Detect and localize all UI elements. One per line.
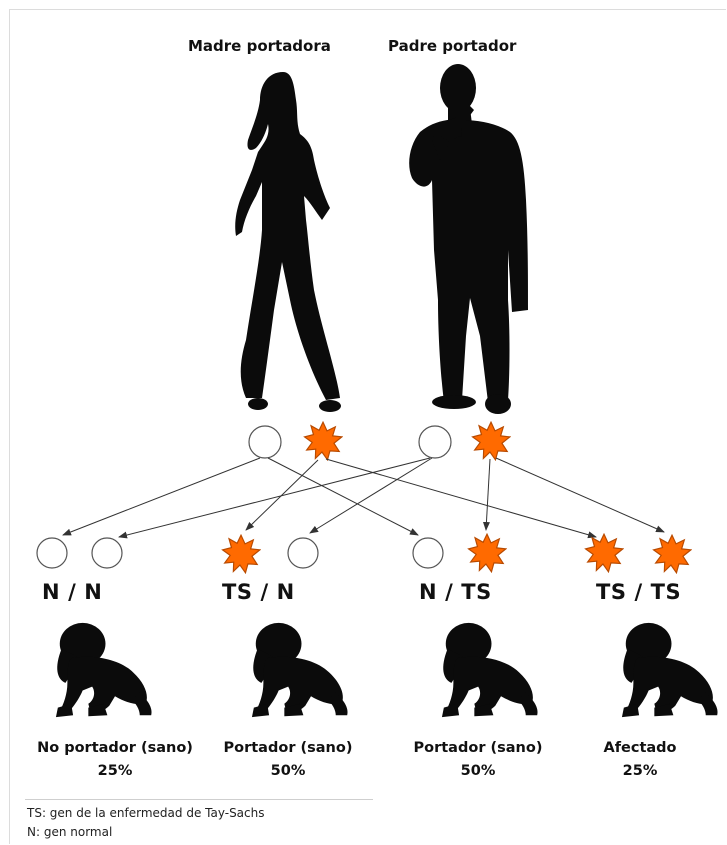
child1-allele2-icon	[91, 537, 123, 569]
arrow-father-n-to-child2	[309, 457, 433, 534]
child1-status: No portador (sano)	[37, 740, 193, 756]
arrow-mother-ts-to-child2	[245, 459, 319, 531]
baby4-silhouette-icon	[621, 622, 718, 718]
father-ts-allele-icon	[471, 421, 511, 461]
child4-genotype: TS/TS	[596, 580, 682, 604]
baby1-silhouette-icon	[55, 622, 152, 718]
child2-percent: 50%	[270, 763, 306, 779]
child4-allele1-label: TS	[596, 580, 627, 604]
legend-divider	[25, 799, 373, 800]
child4-allele2-icon	[652, 534, 692, 574]
arrow-mother-n-to-child3	[267, 457, 419, 536]
father-normal-allele-icon	[418, 425, 452, 459]
child3-percent: 50%	[460, 763, 496, 779]
child2-allele2-icon	[287, 537, 319, 569]
legend-n: N: gen normal	[27, 825, 113, 839]
child3-outcome: Portador (sano) 50%	[383, 737, 573, 783]
father-silhouette-icon	[409, 64, 528, 414]
child3-allele2-icon	[467, 533, 507, 573]
child3-allele1-label: N	[419, 580, 438, 604]
child1-allele2-label: N	[84, 580, 103, 604]
arrow-mother-ts-to-child4	[325, 458, 597, 539]
child1-percent: 25%	[97, 763, 133, 779]
diagram-frame	[9, 9, 726, 844]
child4-status: Afectado	[603, 740, 677, 756]
arrow-father-n-to-child1	[118, 457, 431, 539]
child2-outcome: Portador (sano) 50%	[193, 737, 383, 783]
father-label: Padre portador	[388, 37, 517, 55]
child2-genotype: TS/N	[222, 580, 295, 604]
legend-ts: TS: gen de la enfermedad de Tay-Sachs	[27, 806, 265, 820]
mother-silhouette-icon	[235, 72, 341, 412]
child2-status: Portador (sano)	[223, 740, 353, 756]
mother-label: Madre portadora	[188, 37, 331, 55]
child4-allele2-label: TS	[650, 580, 682, 604]
baby3-silhouette-icon	[441, 622, 538, 718]
child1-allele1-icon	[36, 537, 68, 569]
child3-allele2-label: TS	[461, 580, 492, 604]
child2-allele2-label: N	[276, 580, 295, 604]
child1-allele1-label: N	[42, 580, 61, 604]
arrow-mother-n-to-child1	[62, 457, 261, 536]
child2-allele1-icon	[221, 534, 261, 574]
child2-allele1-label: TS	[222, 580, 253, 604]
arrow-father-ts-to-child4	[495, 457, 665, 533]
child3-allele1-icon	[412, 537, 444, 569]
mother-ts-allele-icon	[303, 421, 343, 461]
child1-outcome: No portador (sano) 25%	[20, 737, 210, 783]
child4-allele1-icon	[584, 533, 624, 573]
child3-status: Portador (sano)	[413, 740, 543, 756]
inheritance-arrows	[62, 457, 665, 539]
child4-outcome: Afectado 25%	[545, 737, 727, 783]
arrow-father-ts-to-child3	[482, 458, 491, 531]
baby2-silhouette-icon	[251, 622, 348, 718]
child3-genotype: N/TS	[419, 580, 492, 604]
mother-normal-allele-icon	[248, 425, 282, 459]
child4-percent: 25%	[622, 763, 658, 779]
child1-genotype: N/N	[42, 580, 103, 604]
